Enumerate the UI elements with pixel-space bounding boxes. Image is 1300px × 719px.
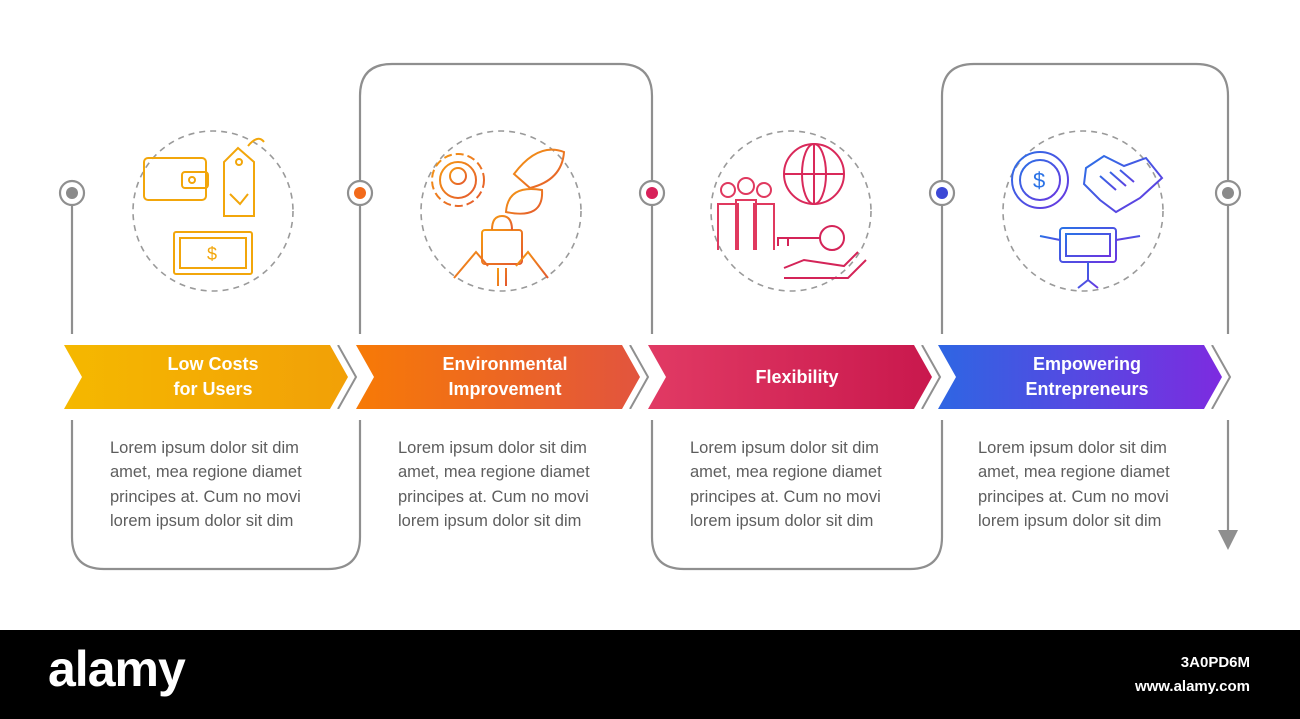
timeline-dot [354, 187, 366, 199]
step-4-description: Lorem ipsum dolor sit dim amet, mea regi… [978, 439, 1170, 530]
step-3-title: Flexibility [755, 366, 839, 387]
step-1-chevron: Low Costs for Users [64, 345, 358, 409]
step-4-title: Empowering Entrepreneurs [1025, 354, 1149, 399]
step-1-description: Lorem ipsum dolor sit dim amet, mea regi… [110, 439, 302, 530]
step-1-icon-group: $ [130, 128, 296, 294]
gear-tree-icon [431, 153, 485, 207]
handshake-icon [1082, 154, 1164, 214]
step-3-description: Lorem ipsum dolor sit dim amet, mea regi… [690, 439, 882, 530]
timeline-dot [646, 187, 658, 199]
watermark-footer: alamy 3A0PD6M www.alamy.com [0, 630, 1300, 719]
svg-text:$: $ [1033, 168, 1045, 193]
shopping-bag-hands-icon [453, 214, 549, 286]
leaves-icon [504, 148, 566, 215]
timeline-line [70, 62, 1230, 571]
banknote-icon: $ [173, 231, 253, 275]
dollar-coin-icon: $ [1011, 151, 1069, 209]
timeline-dot [66, 187, 78, 199]
timeline-arrow-head [1218, 530, 1238, 550]
step-4-chevron: Empowering Entrepreneurs [938, 345, 1232, 409]
infographic: $ Low Costs for Users Lorem ipsum dolor … [58, 62, 1242, 571]
brand-logo: alamy [48, 641, 186, 697]
timeline-connector [58, 62, 1242, 571]
step-2-description: Lorem ipsum dolor sit dim amet, mea regi… [398, 439, 590, 530]
step-3-icon-group [708, 128, 874, 294]
image-id: 3A0PD6M [1180, 654, 1250, 671]
laptop-support-icon [1039, 227, 1141, 289]
people-group-icon [717, 177, 775, 250]
wallet-icon [143, 157, 209, 201]
step-3-chevron: Flexibility [648, 345, 942, 409]
step-2-icon-group [418, 128, 584, 294]
key-hand-icon [777, 225, 867, 279]
timeline-dot [936, 187, 948, 199]
price-tag-icon [223, 137, 265, 217]
svg-text:$: $ [207, 244, 217, 264]
step-1-title: Low Costs for Users [167, 354, 259, 399]
step-2-chevron: Environmental Improvement [356, 345, 650, 409]
globe-icon [783, 143, 845, 205]
timeline-dot [1222, 187, 1234, 199]
site-url: www.alamy.com [1134, 678, 1250, 695]
step-2-title: Environmental Improvement [442, 354, 568, 399]
step-4-icon-group: $ [1000, 128, 1166, 294]
